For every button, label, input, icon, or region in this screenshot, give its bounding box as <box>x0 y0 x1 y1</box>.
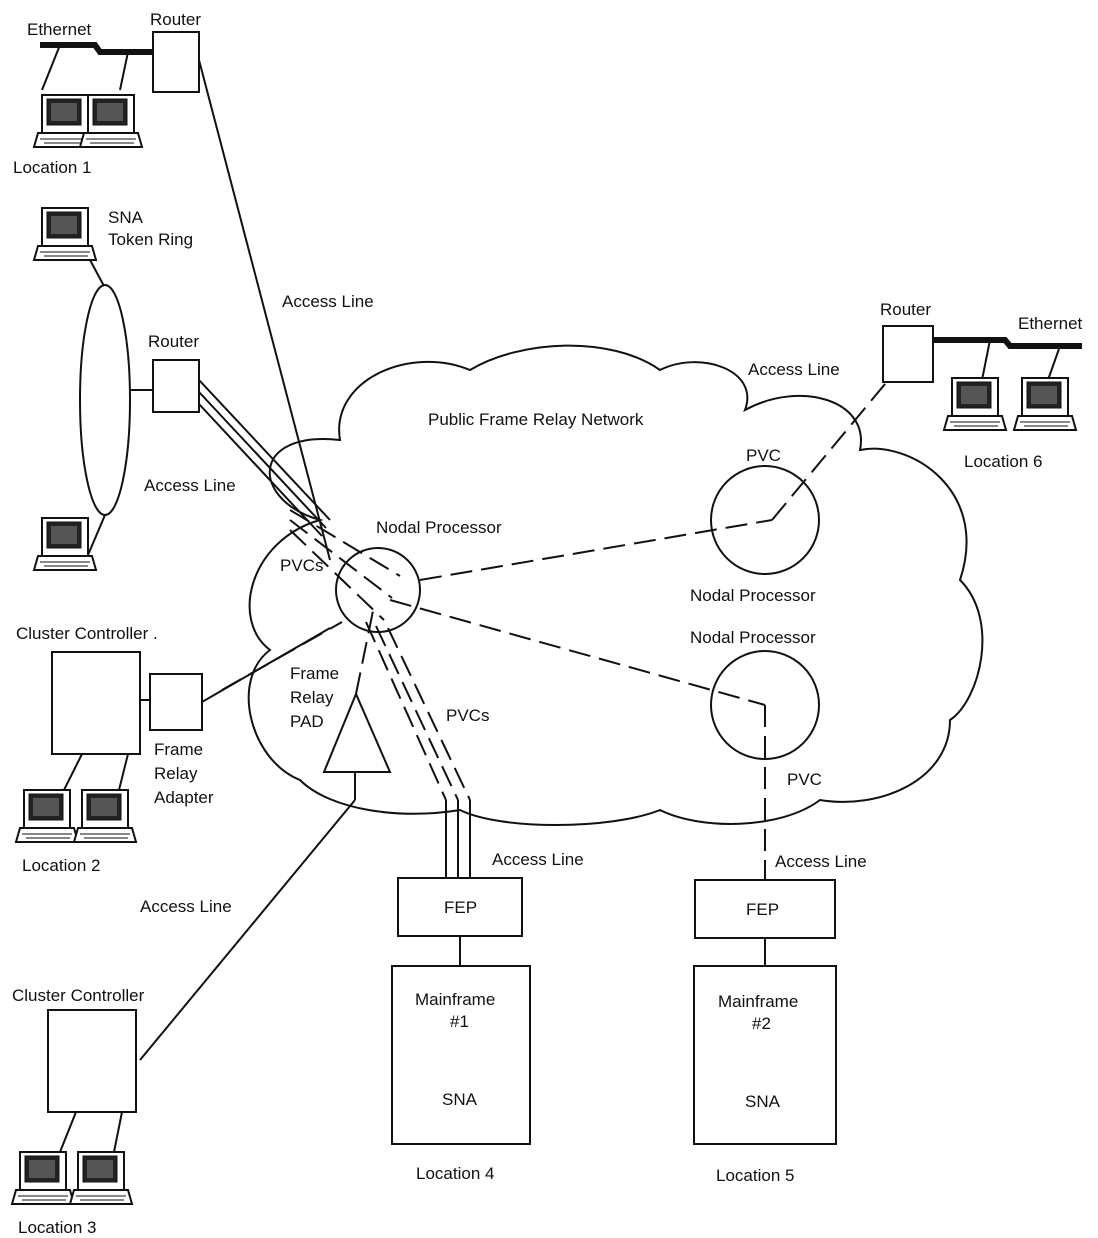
access-line-3-label: Access Line <box>140 897 232 916</box>
location-6-label: Location 6 <box>964 452 1043 471</box>
location-2-label: Location 2 <box>22 856 101 875</box>
access-line-2-label: Access Line <box>144 476 236 495</box>
access-line-5-label: Access Line <box>775 852 867 871</box>
terminal-icon <box>15 789 79 843</box>
terminal-icon <box>33 517 97 571</box>
token-ring <box>79 284 131 516</box>
pvcs-left-label: PVCs <box>280 556 324 575</box>
mainframe-1-label-1: Mainframe <box>415 990 496 1009</box>
frame-relay-pad-label-2: Relay <box>290 688 334 707</box>
router-6-box <box>882 325 934 383</box>
fep-5-box <box>694 879 836 939</box>
token-ring-label: Token Ring <box>108 230 194 249</box>
terminal-icon <box>943 377 1007 431</box>
nodal-processor-center <box>335 547 421 633</box>
location-3-label: Location 3 <box>18 1218 97 1237</box>
nodal-processor-right-top-label: Nodal Processor <box>690 586 816 605</box>
cluster-controller-2-box <box>51 651 141 755</box>
pvc-bottom-label: PVC <box>787 770 822 789</box>
ethernet-bus-right <box>933 337 1082 349</box>
frame-relay-adapter-box <box>149 673 203 731</box>
router-2-box <box>152 359 200 413</box>
location-1-label: Location 1 <box>13 158 92 177</box>
mainframe-1-label-2: #1 <box>450 1012 469 1031</box>
location-4-label: Location 4 <box>416 1164 495 1183</box>
mainframe-2-sna-label: SNA <box>745 1092 780 1111</box>
terminal-icon <box>73 789 137 843</box>
router-1-label: Router <box>150 10 202 29</box>
frame-relay-adapter-label-2: Relay <box>154 764 198 783</box>
fep-4-label: FEP <box>444 898 478 917</box>
nodal-processor-right-top <box>710 465 820 575</box>
access-line-6-label: Access Line <box>748 360 840 379</box>
cluster-controller-2-label: Cluster Controller . <box>16 624 158 643</box>
mainframe-2-label-2: #2 <box>752 1014 771 1033</box>
cluster-controller-3-box <box>47 1009 137 1113</box>
frame-relay-adapter-label-3: Adapter <box>154 788 214 807</box>
router-2-label: Router <box>148 332 200 351</box>
nodal-processor-right-bottom <box>710 650 820 760</box>
frame-relay-pad-label-1: Frame <box>290 664 340 683</box>
mainframe-1-sna-label: SNA <box>442 1090 477 1109</box>
fep-5-label: FEP <box>746 900 780 919</box>
mainframe-2-label-1: Mainframe <box>718 992 799 1011</box>
frame-relay-pad-label-3: PAD <box>290 712 324 731</box>
cluster-controller-3-label: Cluster Controller <box>12 986 145 1005</box>
ethernet-label-left: Ethernet <box>27 20 92 39</box>
fep-4-box <box>397 877 523 937</box>
location-5-label: Location 5 <box>716 1166 795 1185</box>
nodal-processor-right-bottom-label: Nodal Processor <box>690 628 816 647</box>
terminal-icon <box>33 207 97 261</box>
terminal-icon <box>79 94 143 148</box>
public-frame-relay-cloud <box>247 344 984 826</box>
cloud-label: Public Frame Relay Network <box>428 410 644 429</box>
sna-label: SNA <box>108 208 143 227</box>
ethernet-label-right: Ethernet <box>1018 314 1083 333</box>
terminal-icon <box>69 1151 133 1205</box>
router-1-box <box>152 31 200 93</box>
frame-relay-adapter-label-1: Frame <box>154 740 204 759</box>
terminal-icon <box>1013 377 1077 431</box>
access-line-1-label: Access Line <box>282 292 374 311</box>
mainframe-2-box <box>693 965 837 1145</box>
nodal-processor-center-label: Nodal Processor <box>376 518 502 537</box>
pvcs-bottom-label: PVCs <box>446 706 490 725</box>
terminal-icon <box>11 1151 75 1205</box>
router-6-label: Router <box>880 300 932 319</box>
access-line-4-label: Access Line <box>492 850 584 869</box>
mainframe-1-box <box>391 965 531 1145</box>
frame-relay-pad <box>322 691 392 773</box>
pvc-top-label: PVC <box>746 446 781 465</box>
